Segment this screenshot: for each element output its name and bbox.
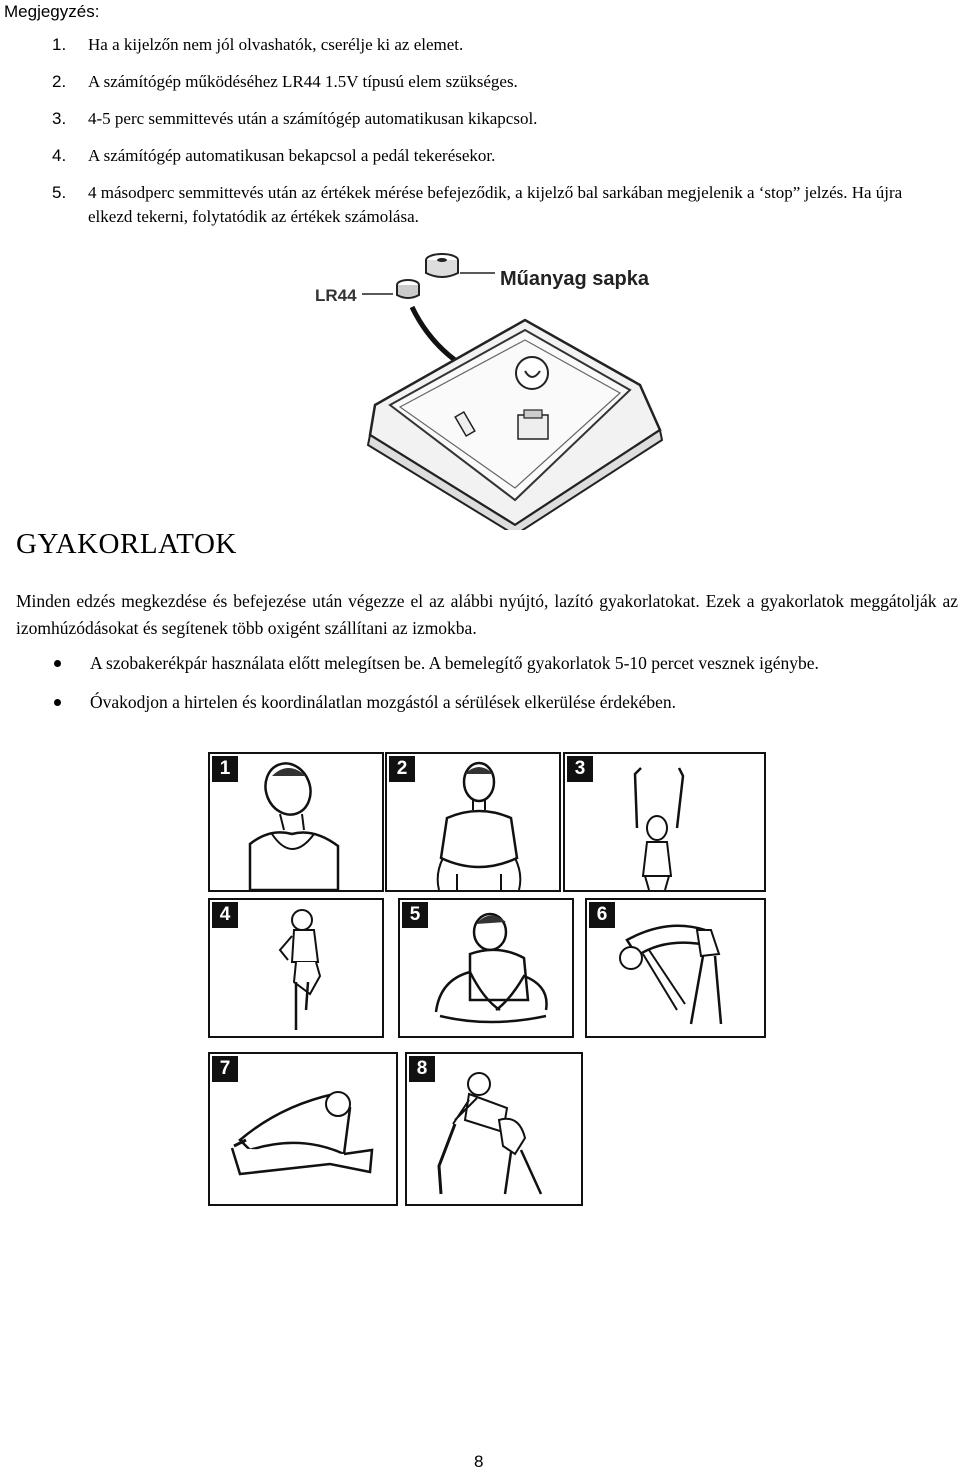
panel-number-badge: 8 (409, 1056, 435, 1082)
exercise-panel-3: 3 (563, 752, 766, 892)
panel-number-badge: 2 (389, 756, 415, 782)
note-text: 4-5 perc semmittevés után a számítógép a… (88, 109, 538, 128)
note-number: 2. (52, 72, 67, 91)
arms-up-stretch-figure-icon (633, 767, 685, 890)
exercise-panel-1: 1 (208, 752, 384, 892)
bullet-text: A szobakerékpár használata előtt melegít… (90, 653, 819, 673)
panel-number-badge: 5 (402, 902, 428, 928)
exercise-panel-5: 5 (398, 898, 574, 1038)
exercise-panel-4: 4 (208, 898, 384, 1038)
note-text: 4 másodperc semmittevés után az értékek … (88, 183, 903, 226)
note-number: 1. (52, 35, 67, 54)
exercise-panel-8: 8 (405, 1052, 583, 1206)
panel-number-badge: 1 (212, 756, 238, 782)
quad-stretch-figure-icon (278, 909, 322, 1030)
notes-heading: Megjegyzés: (4, 2, 100, 21)
note-text: Ha a kijelzőn nem jól olvashatók, cserél… (88, 35, 464, 54)
page-number: 8 (474, 1452, 484, 1471)
note-number: 3. (52, 109, 67, 128)
panel-number-badge: 6 (589, 902, 615, 928)
battery-compartment-illustration: LR44 Műanyag sapka (315, 253, 664, 530)
shoulder-stretch-figure-icon (436, 761, 522, 890)
neck-stretch-figure-icon (248, 762, 340, 890)
panel-number-badge: 3 (567, 756, 593, 782)
exercise-panel-6: 6 (585, 898, 766, 1038)
panel-number-badge: 7 (212, 1056, 238, 1082)
note-text: A számítógép automatikusan bekapcsol a p… (88, 146, 496, 165)
panel-number-badge: 4 (212, 902, 238, 928)
forward-bend-figure-icon (619, 924, 723, 1025)
battery-label: LR44 (315, 286, 357, 305)
exercise-panel-2: 2 (385, 752, 561, 892)
note-text: A számítógép működéséhez LR44 1.5V típus… (88, 72, 518, 91)
seated-hamstring-stretch-figure-icon (230, 1091, 374, 1176)
calf-stretch-figure-icon (437, 1072, 543, 1195)
section-title: GYAKORLATOK (16, 528, 237, 560)
note-number: 5. (52, 183, 67, 202)
bullet-dot-icon (54, 660, 61, 667)
cap-label: Műanyag sapka (500, 268, 650, 290)
exercise-panel-7: 7 (208, 1052, 398, 1206)
bullet-text: Óvakodjon a hirtelen és koordinálatlan m… (90, 692, 677, 712)
butterfly-stretch-figure-icon (434, 912, 548, 1024)
intro-paragraph: Minden edzés megkezdése és befejezése ut… (16, 591, 958, 638)
note-number: 4. (52, 146, 67, 165)
bullet-dot-icon (54, 699, 61, 706)
